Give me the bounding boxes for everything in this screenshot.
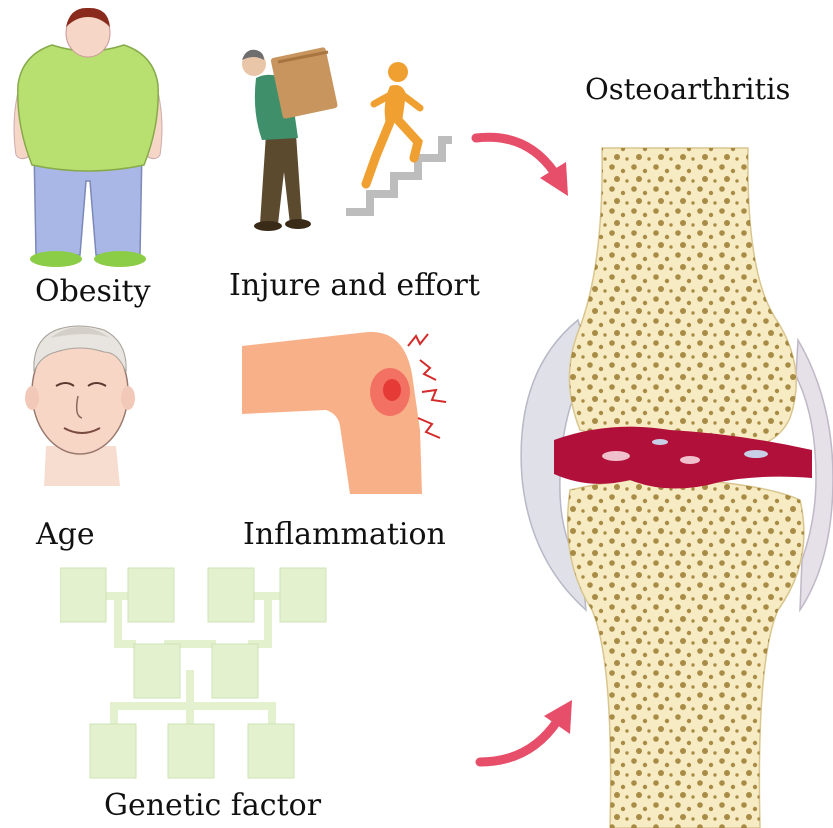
- inflammation-label: Inflammation: [243, 517, 446, 552]
- obesity-label: Obesity: [35, 274, 151, 309]
- age-label: Age: [36, 517, 95, 552]
- man-lifting-box-icon: [238, 42, 338, 232]
- stair-runner-icon: [340, 60, 458, 220]
- inflamed-knee-icon: [240, 318, 458, 498]
- injure-label: Injure and effort: [229, 268, 480, 303]
- osteoarthritis-label: Osteoarthritis: [585, 72, 790, 106]
- genetic-label: Genetic factor: [104, 788, 321, 823]
- obese-man-icon: [8, 5, 168, 273]
- elderly-face-icon: [20, 316, 140, 486]
- family-pedigree-icon: [60, 566, 360, 786]
- knee-joint-icon: [520, 140, 833, 828]
